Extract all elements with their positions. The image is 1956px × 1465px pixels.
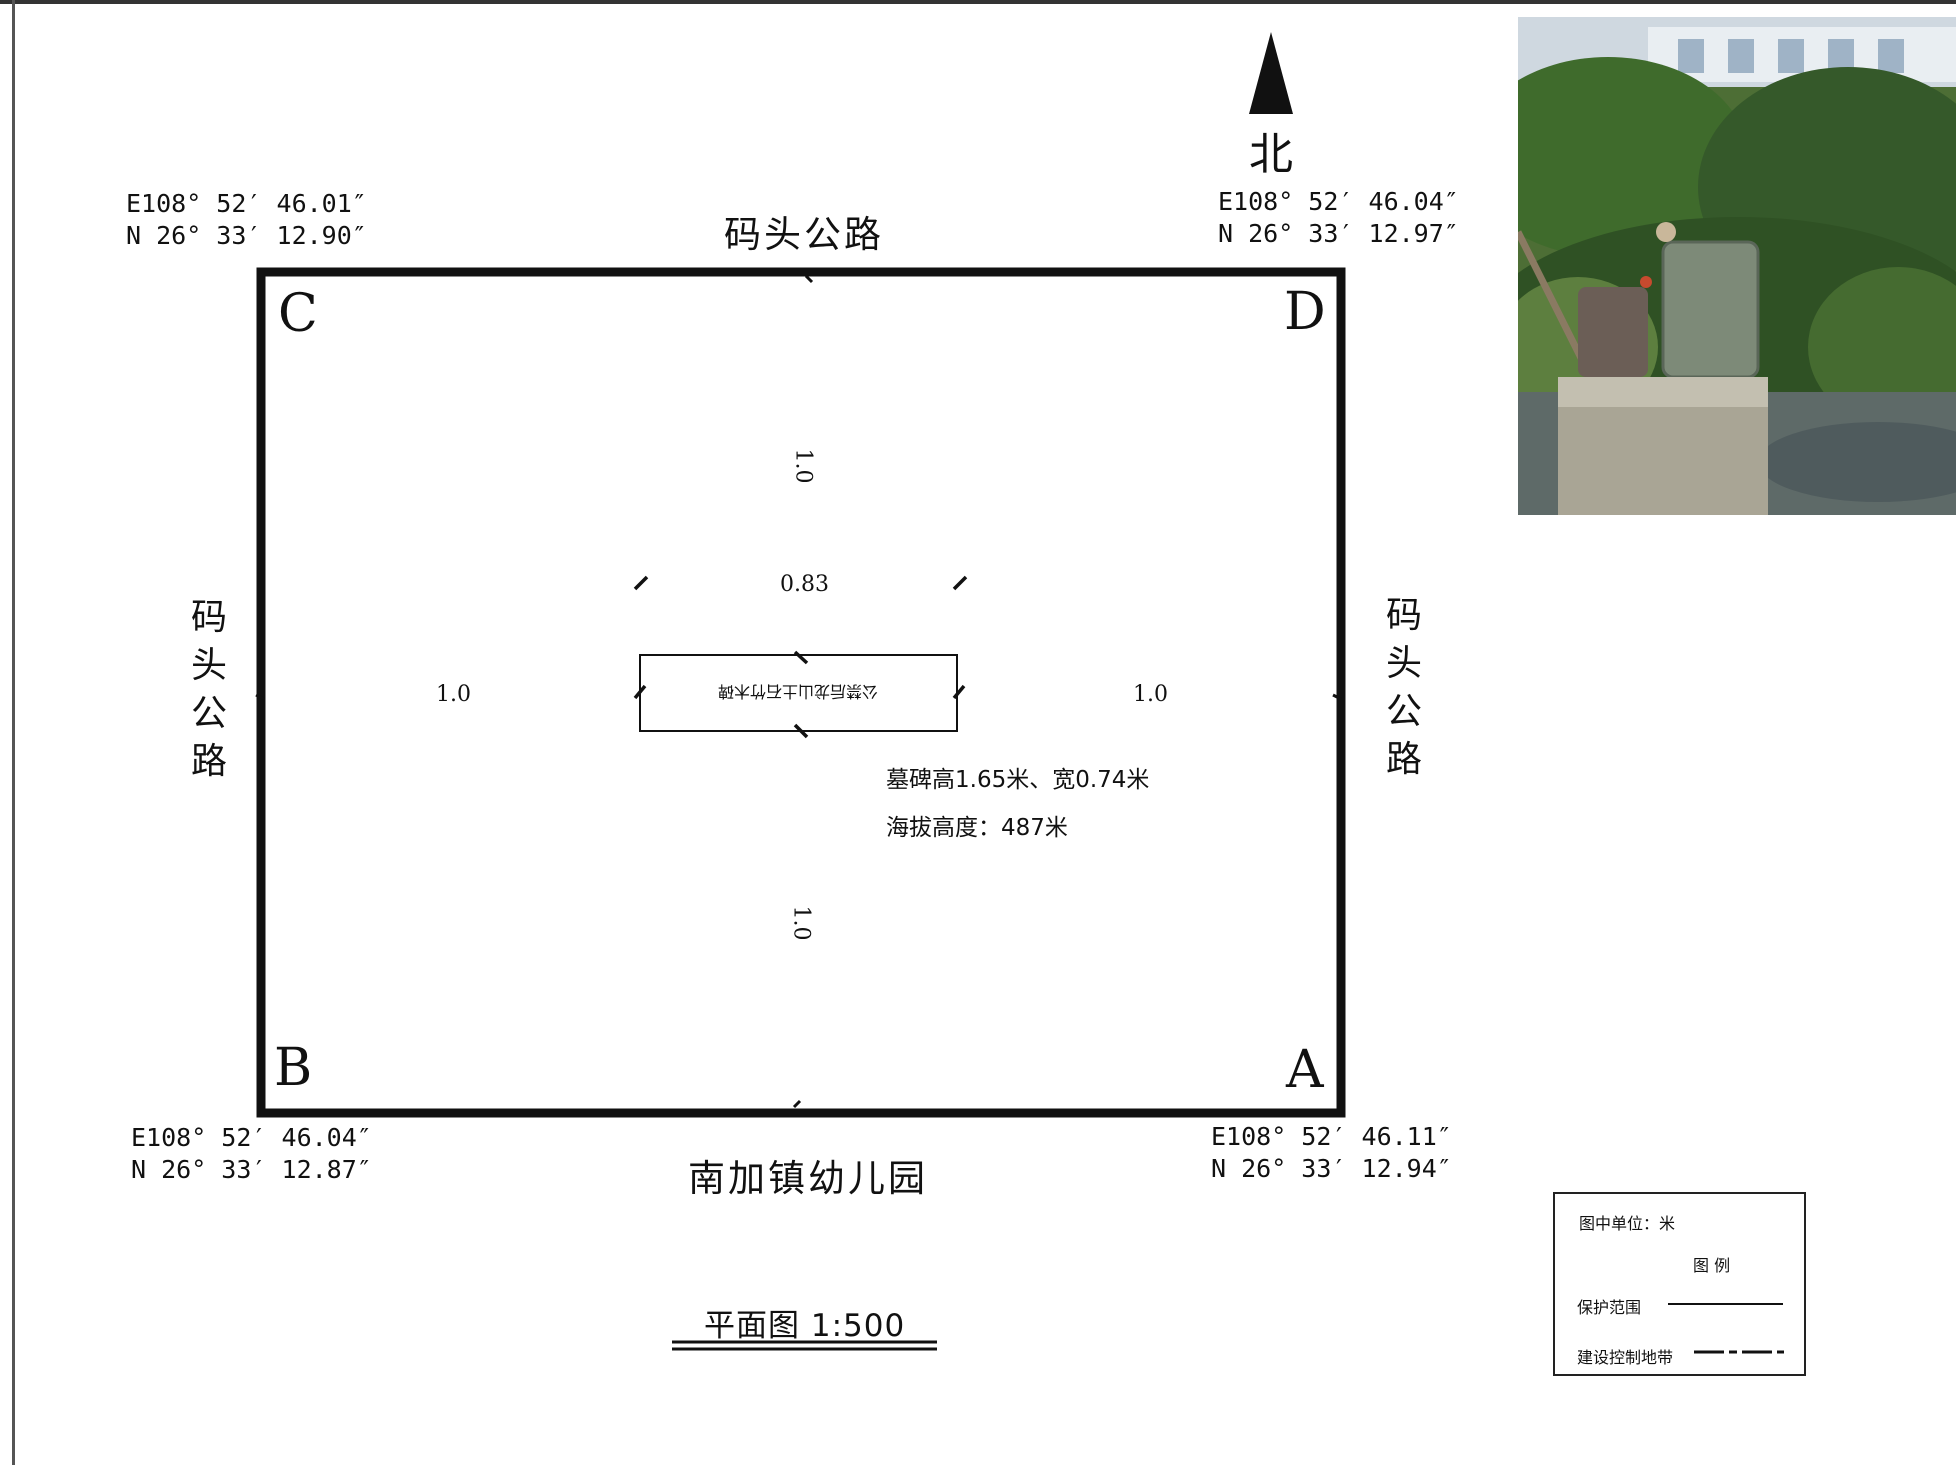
page-border-left	[12, 0, 15, 1465]
stele-size-note: 墓碑高1.65米、宽0.74米	[886, 767, 1150, 793]
corner-label-b: B	[274, 1038, 313, 1098]
corner-b-latitude: N 26° 33′ 12.87″	[131, 1155, 372, 1184]
dimension-tomb-width: 0.83	[780, 572, 829, 597]
corner-c-coords: E108° 52′ 46.01″ N 26° 33′ 12.90″	[126, 188, 367, 252]
page-border-top	[0, 0, 1956, 4]
legend-box: 图中单位：米 图 例 保护范围 建设控制地带	[1553, 1192, 1806, 1376]
corner-label-a: A	[1286, 1040, 1324, 1100]
dimension-right: 1.0	[1133, 682, 1168, 707]
corner-b-longitude: E108° 52′ 46.04″	[131, 1123, 372, 1152]
corner-c-longitude: E108° 52′ 46.01″	[126, 189, 367, 218]
tomb-stele: 公禁后龙山土石竹木碑	[640, 655, 957, 731]
tomb-stele-label: 公禁后龙山土石竹木碑	[718, 682, 879, 701]
north-label: 北	[1249, 129, 1293, 180]
dimension-ticks	[633, 575, 968, 739]
road-label-top: 码头公路	[724, 213, 884, 256]
dimension-left: 1.0	[436, 682, 471, 707]
corner-a-coords: E108° 52′ 46.11″ N 26° 33′ 12.94″	[1211, 1121, 1452, 1185]
corner-c-latitude: N 26° 33′ 12.90″	[126, 221, 367, 250]
corner-a-latitude: N 26° 33′ 12.94″	[1211, 1154, 1452, 1183]
corner-a-longitude: E108° 52′ 46.11″	[1211, 1122, 1452, 1151]
corner-label-c: C	[278, 284, 318, 344]
corner-b-coords: E108° 52′ 46.04″ N 26° 33′ 12.87″	[131, 1122, 372, 1186]
edge-ticks	[255, 274, 1342, 1109]
legend-protection-label: 保护范围	[1577, 1298, 1642, 1317]
road-label-left: 码头公路	[190, 597, 227, 782]
dimension-bottom: 1.0	[788, 905, 814, 941]
road-label-bottom: 南加镇幼儿园	[688, 1157, 928, 1200]
corner-label-d: D	[1284, 282, 1326, 342]
protection-boundary	[256, 267, 1346, 1118]
legend-construction-label: 建设控制地带	[1577, 1348, 1674, 1367]
legend-unit: 图中单位：米	[1579, 1214, 1676, 1233]
legend-protection-line	[1668, 1303, 1783, 1305]
north-arrow-icon	[1243, 32, 1299, 116]
stele-site-photo	[1518, 17, 1956, 515]
altitude-note: 海拔高度：487米	[886, 815, 1068, 841]
corner-d-coords: E108° 52′ 46.04″ N 26° 33′ 12.97″	[1218, 186, 1459, 250]
legend-title: 图 例	[1693, 1256, 1731, 1275]
corner-d-longitude: E108° 52′ 46.04″	[1218, 187, 1459, 216]
dimension-top: 1.0	[790, 448, 816, 484]
road-label-right: 码头公路	[1385, 595, 1422, 780]
corner-d-latitude: N 26° 33′ 12.97″	[1218, 219, 1459, 248]
legend-construction-line	[1694, 1350, 1784, 1354]
scale-title: 平面图 1:500	[704, 1308, 906, 1344]
